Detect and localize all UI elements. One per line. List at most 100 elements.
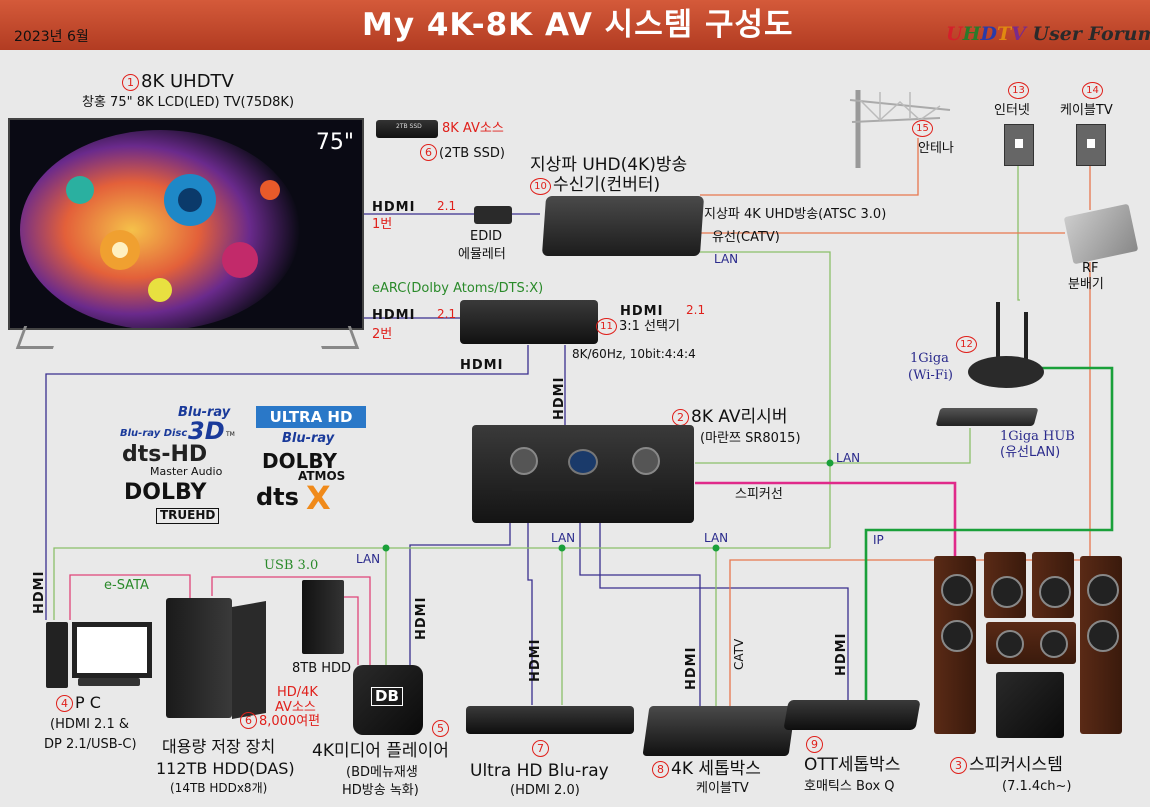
brand-letter: H [962,23,981,45]
hub-line2: (유선LAN) [1000,445,1061,460]
player-logo: DB [371,687,403,707]
router-num: 12 [956,336,979,353]
brand-suffix: User Forum [1032,23,1150,45]
speaker-center [986,622,1076,664]
das-device [166,598,232,718]
receiver-model: (마란쯔 SR8015) [700,431,801,446]
hdmi-line-receiver-stb [579,523,701,706]
das-door [232,601,266,719]
brand-letter: D [980,23,998,45]
esata-label: e-SATA [104,578,149,593]
hdmi-line-receiver-bluray [527,523,533,705]
hdmi21-switcher: 2.1 [686,303,706,317]
pc-monitor [72,622,152,678]
hub-line1: 1Giga HUB [1000,429,1075,444]
internet-name: 인터넷 [994,103,1030,118]
ott-name: OTT세톱박스 [804,755,901,775]
port1-label: 1번 [372,217,393,232]
logo-bluray-3d: 3D [188,417,225,445]
lan-line-main [53,547,830,620]
hdd8-device [302,580,344,654]
hdmi-line-switcher-pc [45,345,529,620]
ssd-line1: 8K AV소스 [442,121,504,136]
internet-num: 13 [1008,82,1031,99]
ip-label: IP [873,533,884,547]
bluray-device [466,706,634,734]
bluray-line2: (HDMI 2.0) [510,783,580,798]
header-title: My 4K-8K AV 시스템 구성도 [362,7,794,43]
switcher-spec: 8K/60Hz, 10bit:4:4:4 [572,347,696,361]
header-date: 2023년 6월 [14,29,89,45]
pc-keyboard [78,678,140,686]
ip-line [864,366,1114,700]
bluray-name: Ultra HD Blu-ray [470,761,609,781]
router-line2: (Wi-Fi) [908,368,954,383]
tv-stand-right [313,326,360,349]
player-line2: (BD메뉴재생 [346,765,418,780]
tv-artwork [10,120,362,328]
header-brand: UHDTV User Forum [946,23,1150,46]
router-line1: 1Giga [910,351,949,366]
player-num: 5 [432,720,451,738]
brand-letter: U [946,23,963,45]
hdmi-logo-player: HDMI [414,596,429,640]
lan-label-stb: LAN [704,531,729,545]
cabletv-outlet [1076,124,1106,166]
edid-line1: EDID [470,229,503,244]
logo-bluray-small: Blu-ray [282,431,335,446]
esata-line [69,574,191,620]
das-name3: (14TB HDDx8개) [170,781,268,795]
ssd-line2: 6(2TB SSD) [420,144,505,162]
catv-label: 유선(CATV) [712,230,780,245]
speaker-cable-label: 스피커선 [735,487,783,502]
receiver-lan-label: LAN [836,451,861,465]
receiver-device [472,425,694,523]
speaker-surround-left [984,552,1026,618]
bluray-num: 7 [532,740,551,758]
port2-label: 2번 [372,327,393,342]
speaker-front-right [1080,556,1122,734]
lan-line-internet [1017,162,1020,301]
player-device: DB [353,665,423,735]
stb-device [642,706,796,756]
usb-line [211,576,371,665]
hdmi-line-receiver-ott [599,523,849,700]
switcher-device [460,300,598,344]
logo-bluray-top: Blu-ray [178,405,231,420]
hdmi-logo-pc: HDMI [32,570,47,614]
logo-dolby: DOLBY [124,480,207,505]
hdmi-logo-port1: HDMI [372,200,416,215]
atsc-label: 지상파 4K UHD방송(ATSC 3.0) [704,207,887,222]
lan-junction [382,544,390,552]
das-line1: HD/4K [277,685,318,700]
das-name1: 대용량 저장 장치 [162,737,276,756]
lan-line-tuner [700,251,831,548]
catv-line-stb [729,262,1091,706]
logo-dolby-atmos-2: ATMOS [298,469,346,483]
catv-vertical-label: CATV [732,638,746,670]
logo-dtsx-x: X [306,479,331,517]
logo-truehd: TRUEHD [156,508,220,524]
hdmi-logo-switcher-receiver: HDMI [552,376,567,420]
hdmi-logo-port2: HDMI [372,308,416,323]
ott-line2: 호매틱스 Box Q [804,779,895,794]
lan-line-hub-receiver [695,428,971,464]
cabletv-name: 케이블TV [1060,103,1113,118]
pc-line2: (HDMI 2.1 & [50,717,129,732]
pc-line3: DP 2.1/USB-C) [44,737,137,752]
speaker-front-left [934,556,976,734]
speakers-line2: (7.1.4ch~) [1002,779,1072,794]
logo-dtsx: dts [256,483,299,511]
earc-label: eARC(Dolby Atoms/DTS:X) [372,281,544,296]
speaker-subwoofer [996,672,1064,738]
speaker-cable-line [695,481,957,560]
hdmi-logo-switcher: HDMI [620,304,664,319]
